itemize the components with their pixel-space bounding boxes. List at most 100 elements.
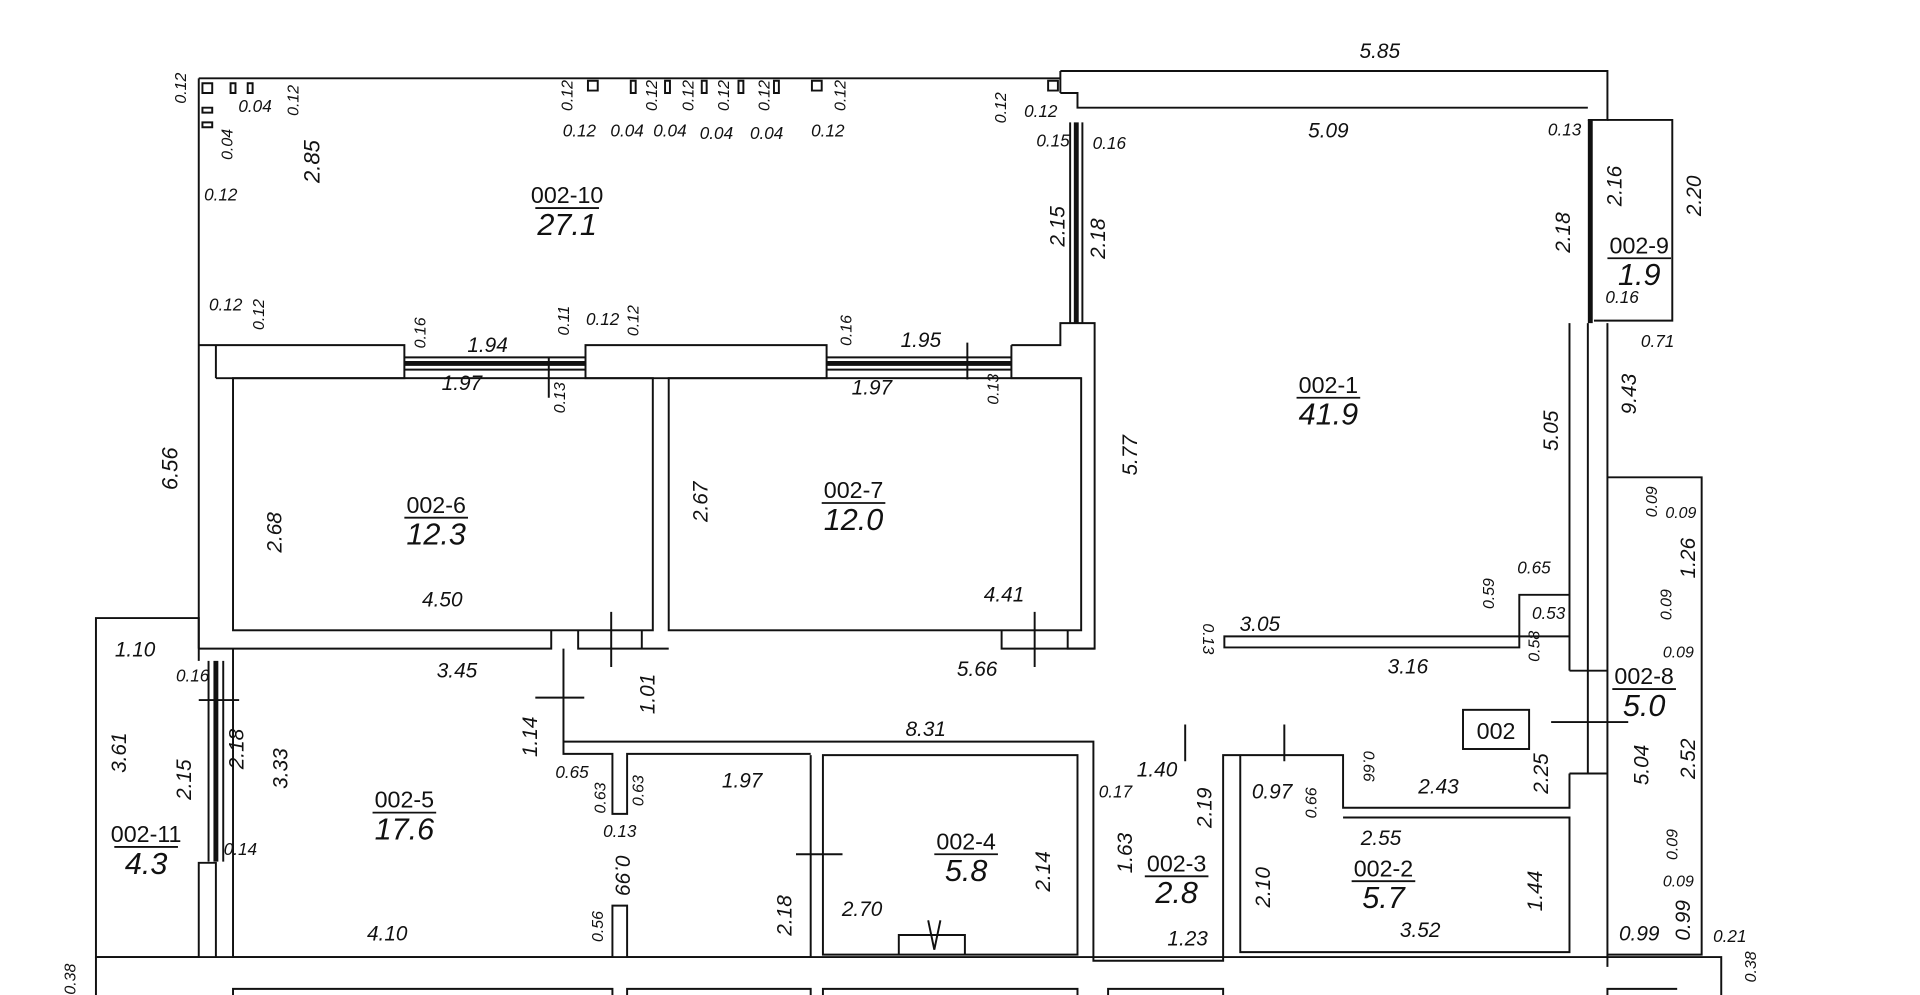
dimension-label: 0.58 [1526,631,1543,662]
dimension-label: 0.16 [1605,287,1639,307]
dimension-label: 0.63 [631,775,648,806]
room-id: 002-6 [406,492,465,518]
dimension-label: 0.09 [1659,589,1676,620]
dimension-label: 2.19 [1193,787,1216,829]
room-label: 002-114.3 [111,821,182,881]
room-id: 002-8 [1614,663,1673,689]
room-area: 5.7 [1362,881,1406,915]
dimension-label: 1.97 [722,770,764,793]
dimension-label: 6.56 [158,447,183,491]
dimension-label: 1.23 [1167,927,1208,950]
dimension-label: 3.33 [269,748,292,789]
dimension-label: 0.09 [1644,486,1661,517]
dimension-label: 0.12 [626,305,643,336]
dimension-label: 2.70 [841,898,883,921]
dimension-label: 2.18 [774,895,797,937]
dimension-label: 2.18 [225,728,248,770]
dimension-label: 2.16 [1603,165,1626,207]
dimension-label: 1.14 [519,717,542,757]
dimension-label: 0.14 [224,839,257,859]
dimension-label: 0.16 [413,317,430,348]
dimension-label: 0.38 [63,963,80,994]
dimension-label: 0.17 [1099,782,1134,802]
dimension-label: 5.05 [1540,410,1563,451]
dimension-label: 0.12 [681,80,698,111]
room-label: 002-712.0 [821,477,886,537]
dimension-label: 1.94 [467,334,507,357]
unit-label-text: 002 [1477,718,1516,744]
room-area: 17.6 [375,813,435,847]
dimension-label: 1.97 [852,377,894,400]
room-label: 002-85.0 [1612,663,1676,723]
dimension-label: 0.53 [1532,603,1566,623]
room-area: 4.3 [125,847,168,881]
dimension-label: 4.50 [422,588,463,611]
room-id: 002-11 [111,821,182,847]
dimension-label: 0.12 [832,80,849,111]
dimension-label: 0.66 [1304,787,1321,818]
dimension-label: 0.12 [204,184,238,204]
dimension-label: 2.85 [300,139,325,184]
dimension-label: 0.04 [700,123,733,143]
dimension-label: 0.71 [1641,331,1674,351]
dimension-label: 4.41 [984,584,1024,607]
dimension-label: 1.10 [115,639,156,662]
dimension-label: 0.09 [1665,829,1682,860]
dimension-label: 9.43 [1618,373,1641,414]
dimension-label: 0.13 [1548,119,1582,139]
room-id: 002-10 [531,182,603,208]
dimension-label: 0.16 [839,315,856,346]
dimension-label: 0.04 [653,121,686,141]
dimension-label: 0.11 [556,306,573,336]
dimension-label: 1.26 [1677,537,1700,578]
dimension-label: 0.97 [1252,781,1294,804]
dimension-label: 0.12 [1024,101,1058,121]
room-labels: 002-1027.1002-91.9002-141.9002-612.3002-… [111,182,1676,915]
dimension-label: 0.13 [603,821,637,841]
dimension-label: 0.63 [593,782,610,813]
dimension-label: 0.56 [590,911,607,942]
dimension-label: 2.67 [689,480,712,523]
dimension-label: 0.13 [552,382,569,413]
room-id: 002-9 [1610,232,1669,258]
dimension-label: 3.16 [1388,656,1429,679]
dimension-label: 0.12 [285,85,302,116]
dimension-label: 0.09 [1665,505,1696,522]
dimension-label: 5.85 [1360,40,1401,63]
dimension-label: 8.31 [905,718,945,741]
unit-label-box [1462,708,1531,750]
dimension-label: 2.18 [1552,212,1575,254]
dimension-label: 5.04 [1630,745,1653,785]
walls [94,70,1723,995]
dimension-label: 0.12 [644,80,661,111]
dimension-label: 0.04 [219,129,236,160]
dimension-label: 2.43 [1417,776,1459,799]
dimension-label: 2.68 [263,512,286,554]
dimension-label: 1.44 [1524,871,1547,911]
dimension-label: 0.59 [1481,578,1498,609]
dimension-label: 2.25 [1530,753,1553,795]
room-area: 27.1 [536,208,597,242]
room-label: 002-612.3 [404,492,469,552]
dimension-label: 0.12 [251,299,268,330]
dimension-label: 0.12 [757,80,774,111]
dimension-label: 0.99 [1672,900,1695,941]
dimension-label: 1.01 [637,674,660,714]
dimension-label: 0.12 [563,121,597,141]
dimension-label: 0.38 [1743,951,1760,982]
room-area: 41.9 [1299,398,1359,432]
room-area: 5.0 [1623,689,1666,723]
dimension-label: 0.12 [811,121,845,141]
dimension-label: 3.52 [1400,919,1441,942]
dimension-label: 0.12 [586,309,620,329]
dimension-label: 3.61 [108,732,131,772]
room-id: 002-1 [1299,372,1358,398]
room-label: 002-91.9 [1607,232,1672,292]
dimension-label: 3.05 [1240,613,1281,636]
dimension-label: 1.40 [1137,759,1178,782]
dimension-label: 0.12 [716,80,733,111]
room-id: 002-2 [1354,855,1413,881]
dimension-label: 0.13 [1199,623,1216,654]
